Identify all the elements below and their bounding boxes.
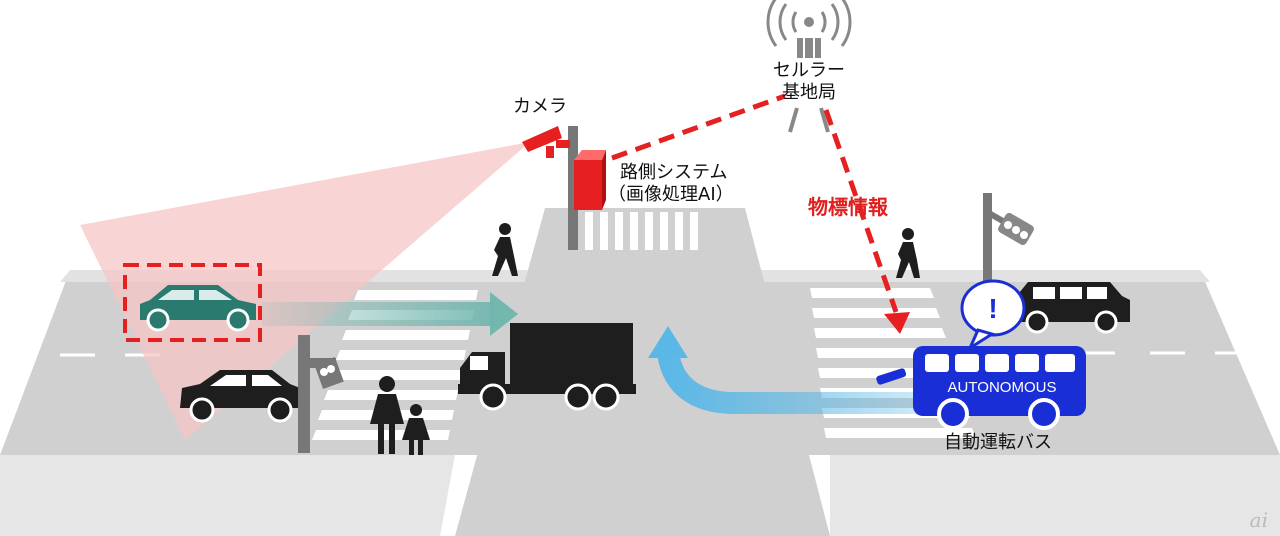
bus-side-text: AUTONOMOUS <box>948 379 1057 396</box>
cell-tower-label-line2: 基地局 <box>762 82 856 104</box>
object-info-label: 物標情報 <box>808 196 888 218</box>
cell-tower-label-line1: セルラー <box>762 60 856 82</box>
pedestrian-top-left <box>492 223 518 276</box>
sidewalk-left <box>0 455 455 536</box>
camera-label: カメラ <box>513 96 567 118</box>
roadside-system-label: 路側システム （画像処理AI） <box>608 162 734 206</box>
roadside-system-label-line1: 路側システム <box>608 162 734 184</box>
alert-mark: ! <box>988 293 997 324</box>
camera-icon <box>522 126 570 158</box>
sidewalk-right <box>830 455 1280 536</box>
autonomous-bus-label: 自動運転バス <box>944 432 1052 454</box>
cell-tower-label: セルラー 基地局 <box>762 60 856 104</box>
watermark-logo: ai <box>1250 508 1268 532</box>
roadside-system-label-line2: （画像処理AI） <box>608 184 734 206</box>
